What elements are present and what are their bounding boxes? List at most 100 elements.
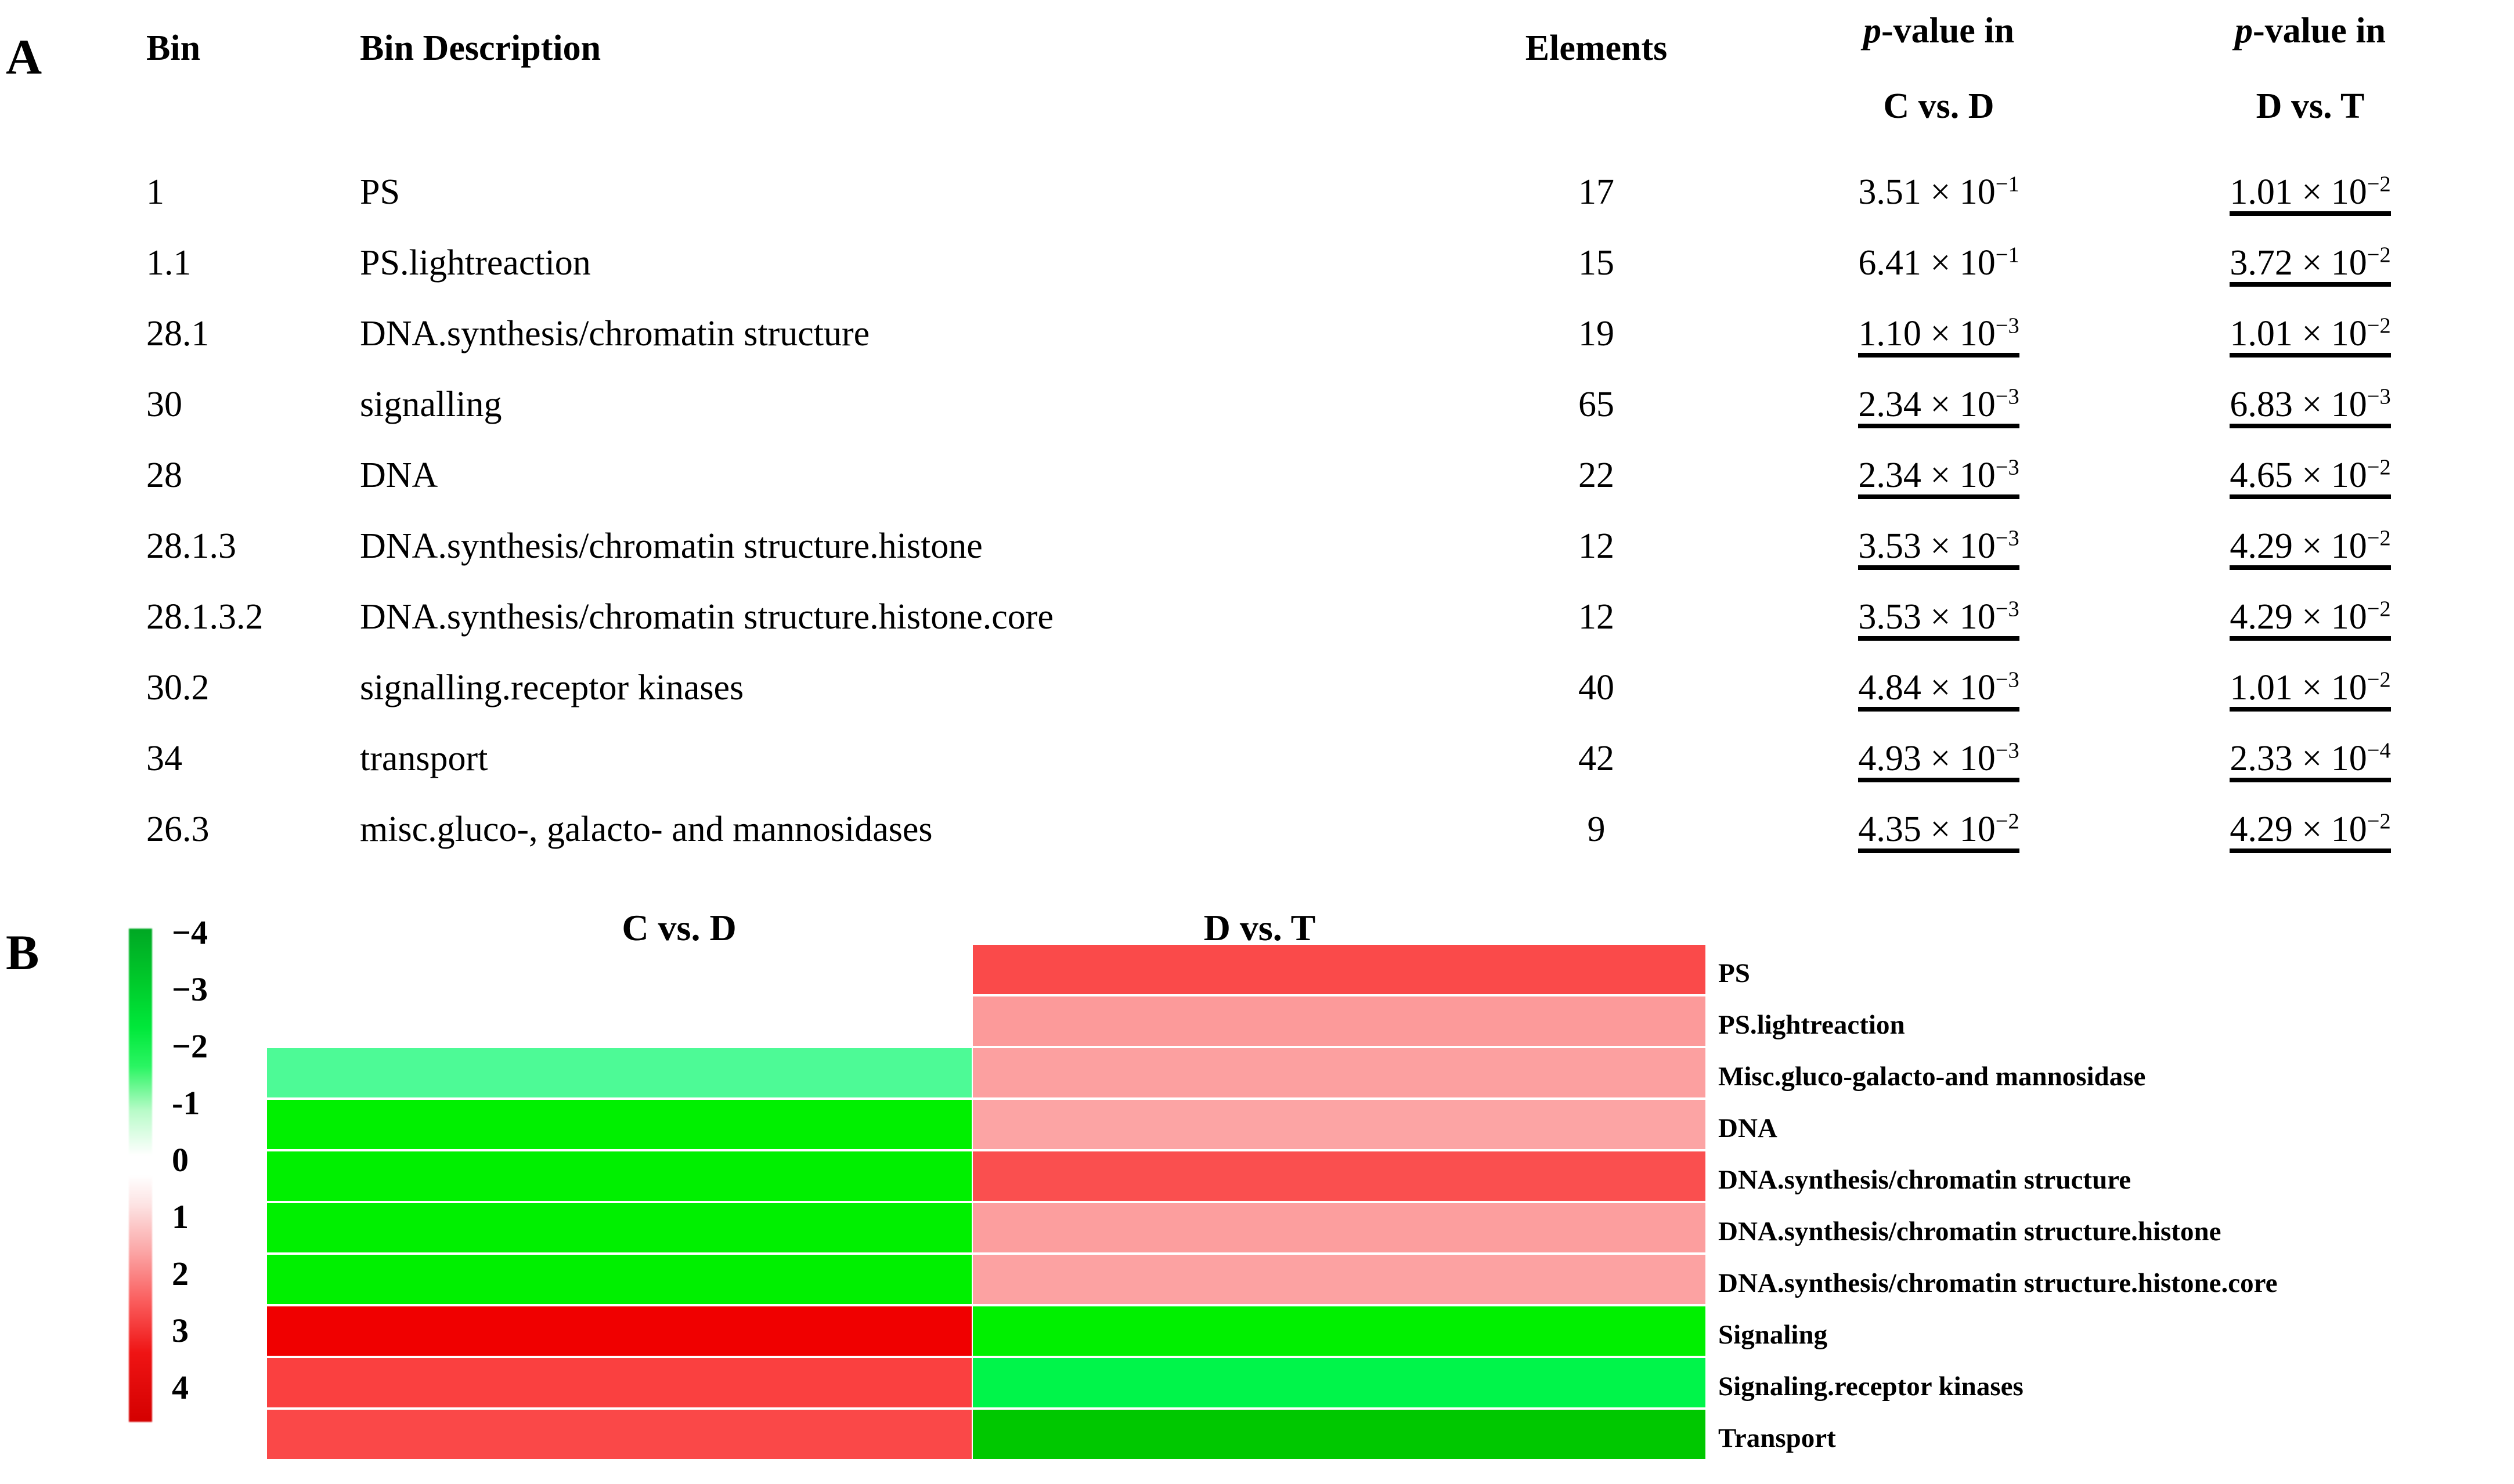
pvalue-significant: 3.53 × 10−3 (1858, 526, 2019, 570)
panel-label-b: B (6, 925, 39, 980)
pvalue-exponent: −1 (1995, 243, 2019, 268)
table-cell-elements: 40 (1578, 668, 1614, 707)
table-cell-bin: 1.1 (146, 243, 192, 283)
table-cell-bin: 1 (146, 172, 164, 212)
heatmap-cell-cvd (267, 1410, 972, 1459)
table-cell-pvalue-dvt: 1.01 × 10−2 (2148, 667, 2473, 712)
table-cell-pvalue-dvt: 3.72 × 10−2 (2148, 243, 2473, 287)
table-cell-pvalue-cvd: 3.53 × 10−3 (1776, 526, 2101, 570)
column-header-pvalue-cvd-line2: C vs. D (1883, 86, 1994, 126)
panel-label-a: A (6, 29, 42, 85)
table-cell-pvalue-cvd: 2.34 × 10−3 (1776, 456, 2101, 499)
pvalue-significant: 2.34 × 10−3 (1858, 456, 2019, 499)
pvalue-exponent: −2 (2367, 243, 2391, 268)
pvalue-exponent: −3 (1995, 384, 2019, 409)
heatmap-cell-cvd (267, 1306, 972, 1356)
colorbar-tick-label: −2 (172, 1027, 208, 1065)
pvalue-significant: 1.01 × 10−2 (2230, 172, 2391, 216)
pvalue-exponent: −3 (1995, 597, 2019, 622)
pvalue-exponent: −3 (2367, 384, 2391, 409)
pvalue-significant: 1.10 × 10−3 (1858, 315, 2019, 358)
heatmap-cell-dvt (973, 1151, 1705, 1201)
column-header-pvalue-cvd-line1: p-value in (1863, 11, 2015, 50)
heatmap-cell-dvt (973, 1203, 1705, 1252)
heatmap-cell-cvd (267, 1151, 972, 1201)
table-cell-pvalue-cvd: 2.34 × 10−3 (1776, 384, 2101, 428)
table-cell-description: DNA.synthesis/chromatin structure.histon… (360, 597, 1054, 637)
pvalue-significant: 2.33 × 10−4 (2230, 739, 2391, 782)
heatmap-cell-dvt (973, 996, 1705, 1046)
pvalue-exponent: −3 (1995, 667, 2019, 692)
heatmap-cell-dvt (973, 945, 1705, 994)
pvalue-significant: 1.01 × 10−2 (2230, 315, 2391, 358)
pvalue-exponent: −2 (2367, 172, 2391, 197)
heatmap-row-label: Transport (1718, 1423, 1836, 1453)
heatmap-cell-dvt (973, 1048, 1705, 1097)
table-cell-description: signalling.receptor kinases (360, 668, 744, 707)
table-cell-pvalue-cvd: 4.35 × 10−2 (1776, 809, 2101, 853)
pvalue-exponent: −2 (2367, 455, 2391, 480)
table-cell-pvalue-dvt: 2.33 × 10−4 (2148, 739, 2473, 782)
table-cell-bin: 30.2 (146, 668, 210, 707)
pvalue-exponent: −3 (1995, 738, 2019, 763)
column-header-bin-description: Bin Description (360, 28, 601, 68)
heatmap-row-label: DNA.synthesis/chromatin structure.histon… (1718, 1216, 2221, 1247)
pvalue-nonsignificant: 3.51 × 10−1 (1858, 172, 2019, 212)
table-cell-elements: 65 (1578, 385, 1614, 424)
heatmap-row-label: Misc.gluco-galacto-and mannosidase (1718, 1061, 2146, 1092)
pvalue-significant: 3.72 × 10−2 (2230, 243, 2391, 287)
table-cell-pvalue-dvt: 4.29 × 10−2 (2148, 809, 2473, 853)
table-cell-pvalue-dvt: 6.83 × 10−3 (2148, 384, 2473, 428)
pvalue-significant: 4.84 × 10−3 (1858, 667, 2019, 712)
table-cell-description: DNA.synthesis/chromatin structure (360, 314, 870, 353)
table-cell-bin: 34 (146, 739, 182, 778)
colorbar-tick-label: 1 (172, 1198, 189, 1236)
colorbar-tick-label: 2 (172, 1255, 189, 1292)
heatmap-cell-cvd (267, 1203, 972, 1252)
table-cell-pvalue-dvt: 4.29 × 10−2 (2148, 526, 2473, 570)
table-cell-pvalue-cvd: 6.41 × 10−1 (1776, 243, 2101, 287)
table-cell-description: PS.lightreaction (360, 243, 591, 283)
table-cell-bin: 28.1.3.2 (146, 597, 264, 637)
pvalue-significant: 4.29 × 10−2 (2230, 526, 2391, 570)
heatmap-row-label: DNA.synthesis/chromatin structure.histon… (1718, 1268, 2278, 1298)
column-header-pvalue-dvt-line2: D vs. T (2256, 86, 2365, 126)
heatmap-cell-dvt (973, 1306, 1705, 1356)
table-cell-pvalue-dvt: 1.01 × 10−2 (2148, 315, 2473, 358)
pvalue-exponent: −2 (2367, 667, 2391, 692)
heatmap-row-label: PS.lightreaction (1718, 1010, 1905, 1040)
pvalue-exponent: −2 (2367, 526, 2391, 551)
table-cell-pvalue-cvd: 1.10 × 10−3 (1776, 315, 2101, 358)
heatmap-row-label: Signaling (1718, 1320, 1828, 1350)
table-cell-elements: 9 (1587, 810, 1606, 849)
table-cell-elements: 19 (1578, 314, 1614, 353)
heatmap-cell-dvt (973, 1358, 1705, 1407)
heatmap-cell-cvd (267, 1048, 972, 1097)
pvalue-exponent: −2 (2367, 809, 2391, 834)
heatmap-cell-dvt (973, 1100, 1705, 1149)
pvalue-significant: 4.29 × 10−2 (2230, 809, 2391, 853)
pvalue-exponent: −2 (1995, 809, 2019, 834)
column-header-elements: Elements (1525, 28, 1668, 68)
pvalue-significant: 1.01 × 10−2 (2230, 667, 2391, 712)
table-cell-description: DNA.synthesis/chromatin structure.histon… (360, 526, 983, 566)
column-header-pvalue-dvt-line1: p-value in (2234, 11, 2386, 50)
table-cell-bin: 30 (146, 385, 182, 424)
table-cell-pvalue-dvt: 4.65 × 10−2 (2148, 455, 2473, 499)
heatmap-cell-dvt (973, 1410, 1705, 1459)
heatmap-cell-cvd (267, 1255, 972, 1304)
colorbar-tick-label: 4 (172, 1369, 189, 1406)
table-cell-pvalue-cvd: 4.84 × 10−3 (1776, 667, 2101, 712)
heatmap-row-label: Signaling.receptor kinases (1718, 1371, 2024, 1402)
table-cell-elements: 17 (1578, 172, 1614, 212)
table-cell-pvalue-cvd: 3.53 × 10−3 (1776, 597, 2101, 641)
pvalue-exponent: −3 (1995, 526, 2019, 551)
pvalue-significant: 4.65 × 10−2 (2230, 455, 2391, 499)
heatmap-cell-cvd (267, 1358, 972, 1407)
pvalue-significant: 3.53 × 10−3 (1858, 597, 2019, 641)
table-cell-bin: 26.3 (146, 810, 210, 849)
table-cell-description: transport (360, 739, 488, 778)
column-header-bin: Bin (146, 28, 201, 68)
table-cell-elements: 12 (1578, 597, 1614, 637)
